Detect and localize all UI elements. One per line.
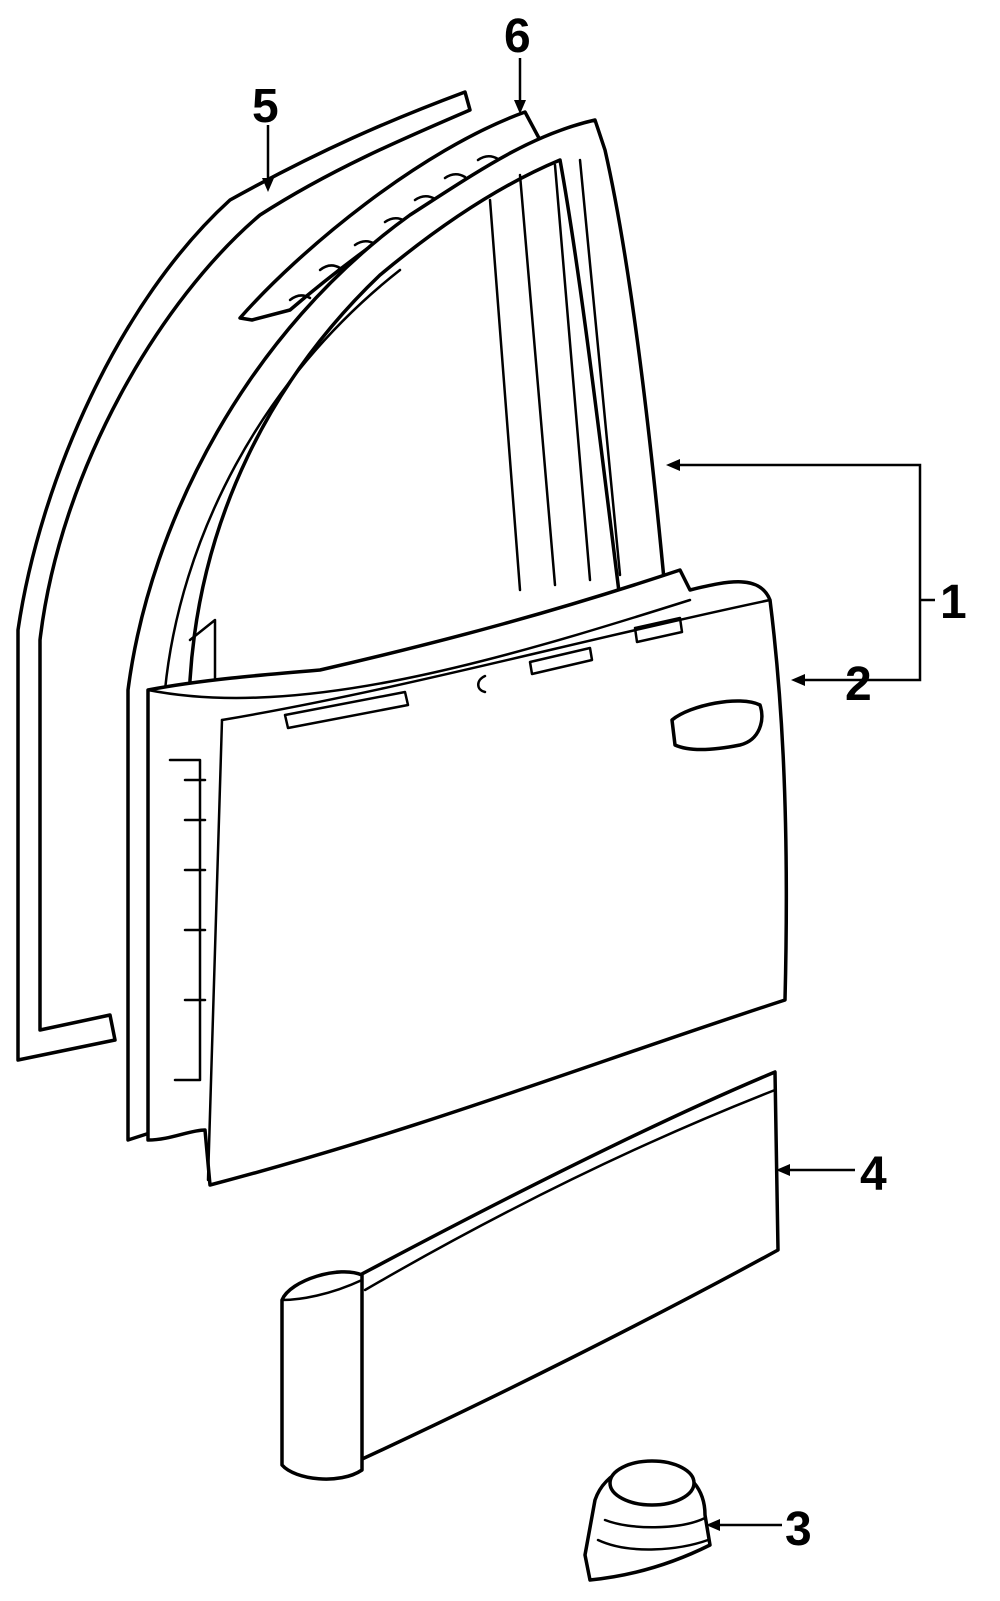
arrow-3 [706,1519,720,1531]
leader-1-bracket [675,463,922,682]
part-3-plug [583,1459,712,1582]
callout-6: 6 [504,10,531,63]
callout-1: 1 [940,576,967,629]
callout-3: 3 [785,1503,812,1556]
arrow-2 [791,674,805,686]
part-4-molding [280,1070,780,1481]
part-5-outer-weatherstrip [16,90,472,1062]
callout-5: 5 [252,80,279,133]
arrow-5 [262,178,274,192]
callout-2: 2 [845,658,872,711]
callout-4: 4 [860,1148,887,1201]
arrow-1 [666,459,680,471]
part-1-door-frame [126,118,667,1142]
arrow-6 [514,100,526,114]
part-2-door-panel [146,568,789,1187]
leader-lines [262,58,935,1531]
arrow-4 [776,1164,790,1176]
